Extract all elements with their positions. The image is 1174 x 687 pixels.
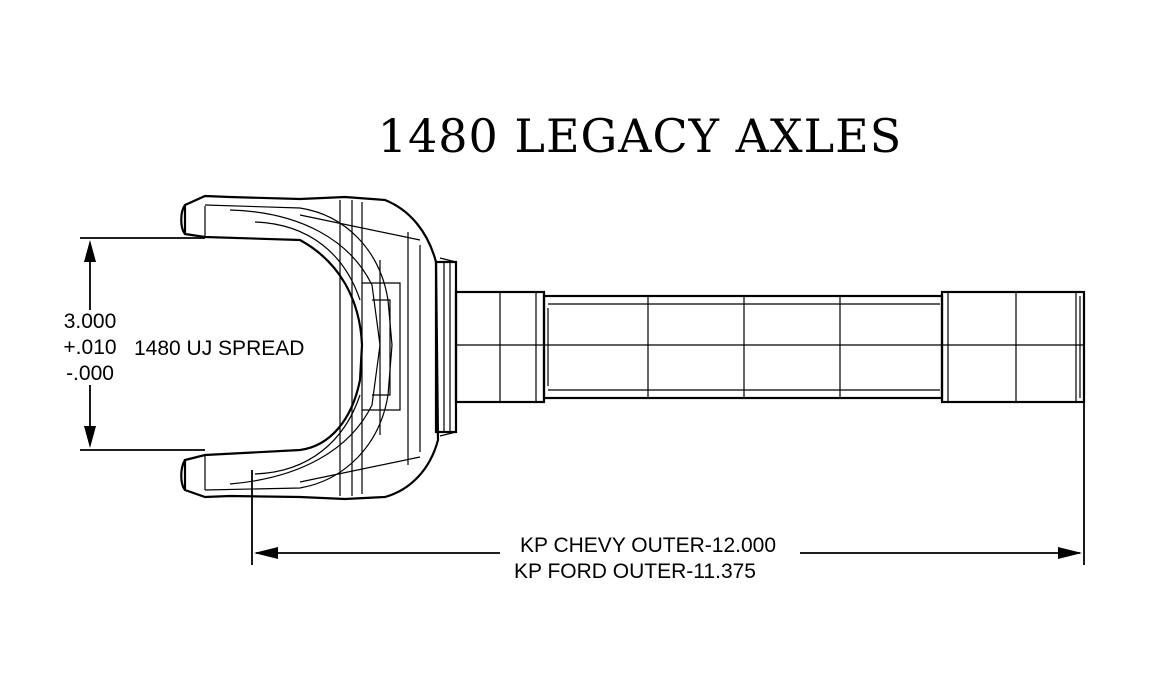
spread-dimension: 3.000 +.010 -.000 1480 UJ SPREAD (63, 237, 304, 451)
spread-minus-tolerance: -.000 (66, 362, 114, 385)
collar (434, 257, 458, 437)
length-dimension: KP CHEVY OUTER-12.000 KP FORD OUTER-11.3… (251, 300, 1085, 583)
spread-plus-tolerance: +.010 (63, 336, 116, 359)
spread-nominal: 3.000 (64, 310, 117, 333)
length-ford: KP FORD OUTER-11.375 (514, 560, 756, 583)
yoke (180, 194, 440, 501)
shaft (454, 290, 1086, 404)
spread-label: 1480 UJ SPREAD (134, 337, 304, 360)
length-chevy: KP CHEVY OUTER-12.000 (520, 534, 776, 557)
drawing-title: 1480 LEGACY AXLES (378, 109, 903, 163)
